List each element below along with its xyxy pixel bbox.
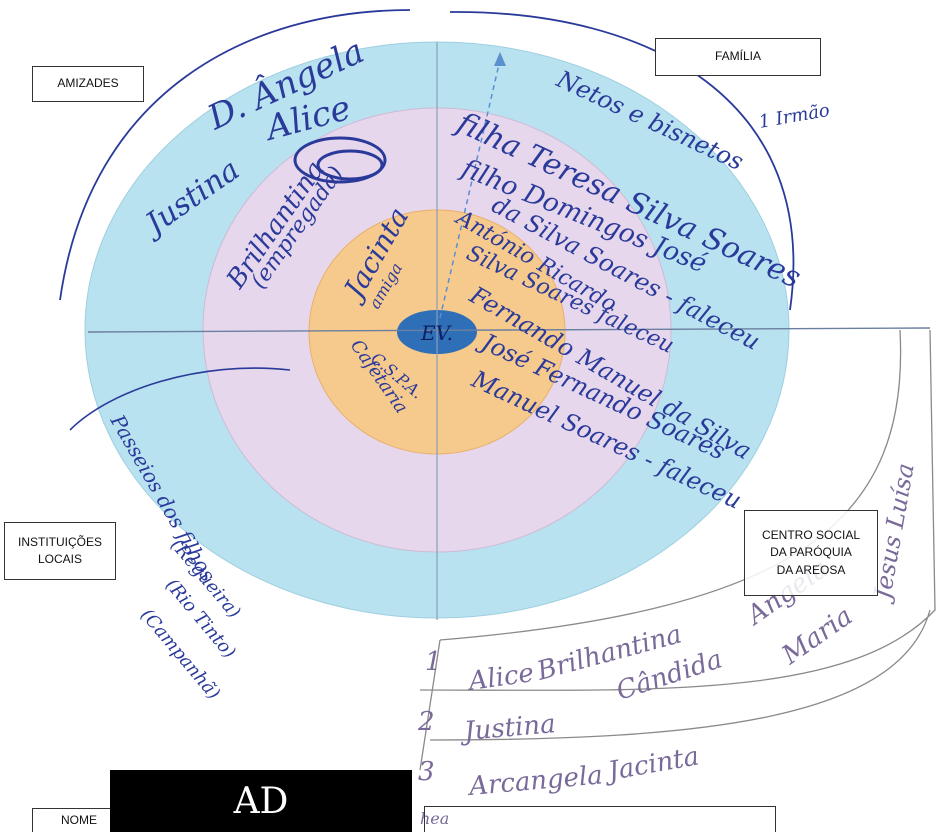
- scribble-1: [293, 136, 387, 184]
- hw-number-2: 2: [417, 707, 435, 737]
- center-label: EV.: [420, 321, 453, 345]
- label-familia: FAMÍLIA: [655, 38, 821, 76]
- label-familia-text: FAMÍLIA: [714, 49, 761, 64]
- instituicoes-arrow-curve: [69, 367, 291, 431]
- hw-jacinta-bottom: Jacinta: [601, 741, 701, 787]
- label-centro-line1: CENTRO SOCIAL: [761, 527, 860, 542]
- label-instituicoes-locais: INSTITUIÇÕES LOCAIS: [4, 522, 116, 580]
- familia-bracket-curve: [449, 11, 795, 311]
- hw-number-1: 1: [425, 647, 442, 677]
- hw-nome-partial: hea: [420, 809, 449, 828]
- label-centro-line2: DA PARÓQUIA: [770, 545, 852, 560]
- ad-label: AD: [233, 780, 289, 822]
- hw-irmao: 1 Irmão: [757, 100, 831, 133]
- hw-arcangela-bottom: Arcangela: [466, 760, 604, 802]
- ad-overlay[interactable]: AD: [110, 770, 412, 832]
- nome-value-box: [424, 806, 776, 832]
- pencil-outline-3: [429, 609, 931, 741]
- scribble-2: [316, 149, 384, 181]
- amizades-bracket-curve: [59, 9, 411, 301]
- label-instituicoes-line2: LOCAIS: [37, 552, 82, 566]
- pencil-outline-1: [419, 329, 936, 691]
- hw-maria-bottom: Maria: [776, 601, 858, 671]
- pencil-outline-4: [419, 639, 441, 771]
- label-instituicoes-line1: INSTITUIÇÕES: [17, 534, 102, 549]
- label-centro-social: CENTRO SOCIAL DA PARÓQUIA DA AREOSA: [744, 510, 878, 596]
- dashed-arrow: [439, 59, 501, 319]
- label-amizades-text: AMIZADES: [57, 76, 119, 91]
- label-nome-text: NOME: [61, 812, 97, 827]
- dashed-arrow-head: [494, 52, 506, 66]
- hw-number-3: 3: [418, 757, 435, 787]
- hw-justina-bottom: Justina: [458, 709, 557, 747]
- label-centro-line3: DA AREOSA: [776, 562, 846, 577]
- horizontal-axis: [87, 327, 931, 333]
- label-amizades: AMIZADES: [32, 66, 144, 102]
- hw-alice-bottom: Alice: [465, 658, 536, 697]
